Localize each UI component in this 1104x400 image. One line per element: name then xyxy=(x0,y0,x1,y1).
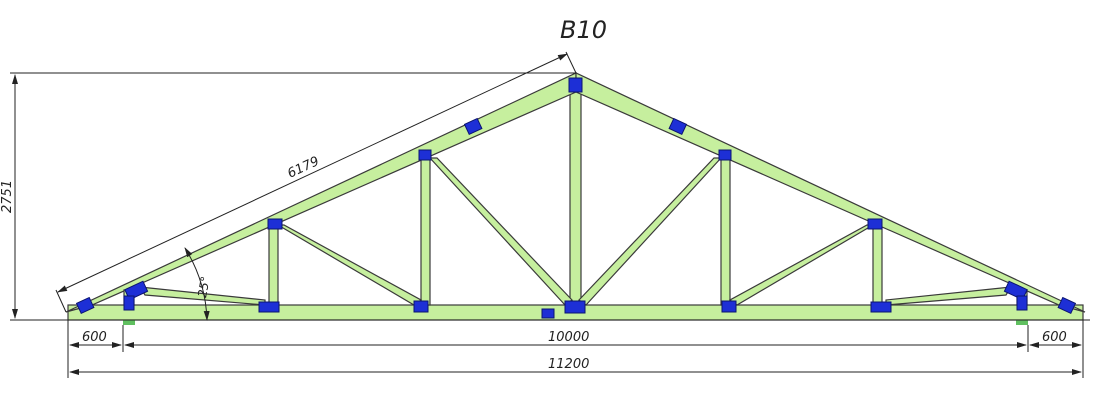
vertical-right-2 xyxy=(720,156,731,306)
dim-span: 10000 xyxy=(548,330,589,345)
top-chord-left xyxy=(65,72,577,313)
plate xyxy=(413,300,429,313)
dim-total: 11200 xyxy=(548,357,589,372)
diagonal-left-1 xyxy=(275,224,423,306)
plate xyxy=(870,301,892,313)
vertical-right-1 xyxy=(872,226,883,306)
plate xyxy=(718,149,732,161)
vertical-left-1 xyxy=(268,226,279,306)
top-chord-right xyxy=(575,72,1086,313)
plate xyxy=(541,308,555,319)
plate xyxy=(418,149,432,161)
support-left xyxy=(123,320,135,325)
diagonal-right-2 xyxy=(578,157,723,306)
support-right xyxy=(1016,320,1028,325)
dim-overhang-right: 600 xyxy=(1042,330,1067,345)
plate xyxy=(668,117,688,136)
dimension-lines xyxy=(10,51,1090,378)
vertical-left-2 xyxy=(420,156,431,306)
plate xyxy=(258,301,280,313)
plate xyxy=(123,295,135,311)
web-right-0 xyxy=(885,286,1013,306)
diagonal-left-2 xyxy=(428,157,573,306)
plate xyxy=(564,300,586,314)
plate xyxy=(75,296,95,315)
dim-overhang-left: 600 xyxy=(82,330,107,345)
plate xyxy=(1003,280,1028,301)
plate xyxy=(1016,295,1028,311)
plate xyxy=(568,77,583,93)
dim-height: 2751 xyxy=(0,180,15,213)
dim-angle: 25° xyxy=(195,275,212,298)
plate xyxy=(721,300,737,313)
plate xyxy=(867,218,883,230)
vertical-center xyxy=(569,87,582,306)
truss-title: B10 xyxy=(560,16,607,44)
truss-members xyxy=(65,72,1086,321)
diagonal-right-1 xyxy=(728,224,876,306)
plate xyxy=(1057,296,1077,315)
plate xyxy=(267,218,283,230)
